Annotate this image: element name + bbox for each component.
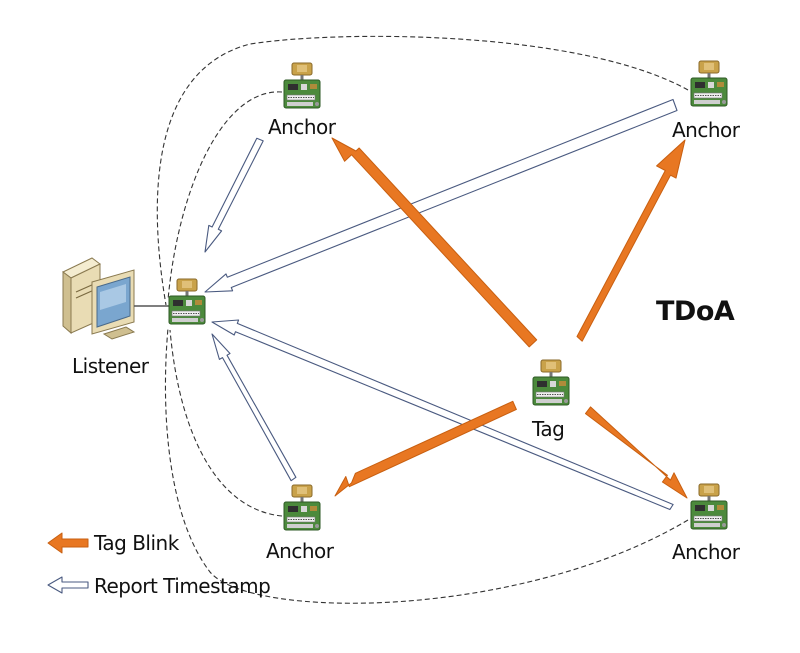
legend-report-timestamp-arrow-icon <box>47 576 89 594</box>
anchor-bottom-left-device <box>283 484 321 531</box>
report-arrows <box>204 98 678 511</box>
dashed-link-anchor-bottom-right <box>164 327 689 604</box>
anchor-top-right-label: Anchor <box>672 118 740 142</box>
tag-device <box>532 359 570 406</box>
tag-label: Tag <box>532 417 565 441</box>
tag-blink-arrow-to-anchor-top-left <box>331 137 538 348</box>
report-arrow-from-anchor-top-right <box>204 98 678 293</box>
anchor-top-left-device <box>283 62 321 109</box>
legend-report-timestamp-label: Report Timestamp <box>94 574 271 598</box>
tag-blink-arrows <box>331 137 688 499</box>
report-arrow-from-anchor-bottom-right <box>211 319 674 511</box>
legend-tag-blink-arrow-icon <box>47 532 89 554</box>
dashed-links <box>156 35 689 604</box>
tag-blink-arrow-to-anchor-bottom-right <box>585 406 688 499</box>
dashed-link-anchor-bottom-left <box>169 329 283 517</box>
computer-icon <box>62 257 170 340</box>
report-arrow-from-anchor-top-left <box>204 137 264 253</box>
report-arrow-from-anchor-bottom-left <box>211 333 297 482</box>
tag-blink-arrow-to-anchor-top-right <box>576 139 686 342</box>
anchor-bottom-right-device <box>690 483 728 530</box>
listener-label: Listener <box>72 354 149 378</box>
dashed-link-anchor-top-right <box>156 35 689 306</box>
anchor-bottom-right-label: Anchor <box>672 540 740 564</box>
anchor-top-left-label: Anchor <box>268 115 336 139</box>
diagram-title: TDoA <box>656 296 735 327</box>
listener-device <box>168 278 206 325</box>
legend-tag-blink-label: Tag Blink <box>94 531 179 555</box>
anchor-top-right-device <box>690 60 728 107</box>
anchor-bottom-left-label: Anchor <box>266 539 334 563</box>
tag-blink-arrow-to-anchor-bottom-left <box>334 400 517 497</box>
